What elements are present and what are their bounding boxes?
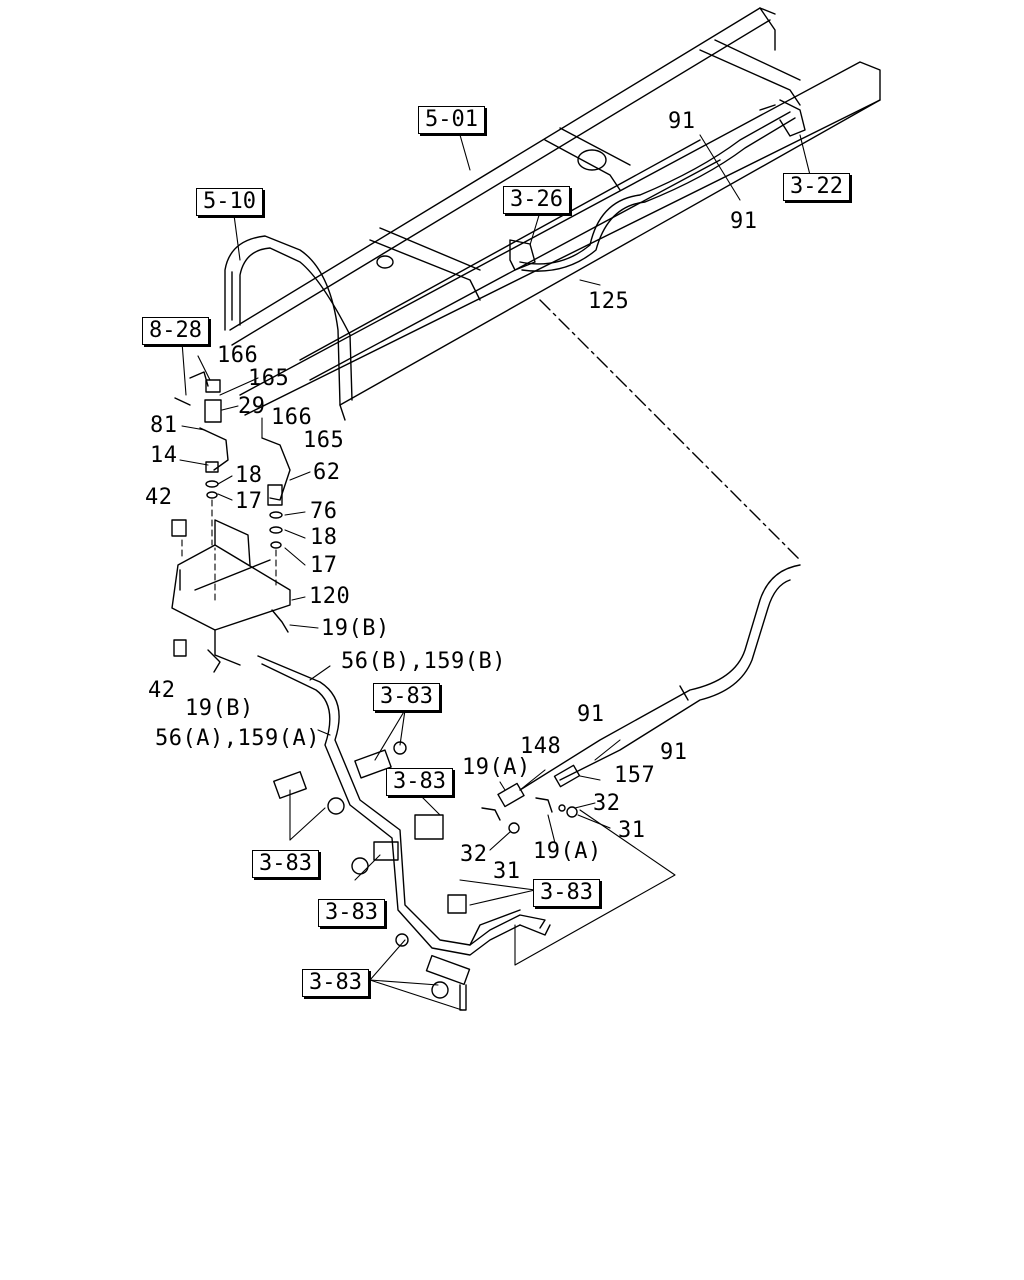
ref-8-28: 8-28 (142, 317, 209, 345)
part-label-17: 17 (310, 553, 338, 578)
part-label-56a-159a: 56(A),159(A) (155, 726, 320, 751)
fuel-pipes (257, 655, 551, 956)
part-label-19a: 19(A) (533, 839, 602, 864)
part-label-157: 157 (614, 763, 656, 788)
bracket-assembly (171, 519, 291, 666)
part-label-166: 166 (217, 343, 259, 368)
part-label-165: 165 (248, 366, 290, 391)
ref-3-26: 3-26 (503, 186, 570, 214)
part-label-91: 91 (660, 740, 688, 765)
part-label-76: 76 (310, 499, 338, 524)
leader-dash-line (539, 299, 801, 561)
ref-3-83-c: 3-83 (252, 850, 319, 878)
ref-3-83-a: 3-83 (373, 683, 440, 711)
fittings (171, 371, 291, 673)
part-label-32: 32 (460, 842, 488, 867)
part-label-31: 31 (493, 859, 521, 884)
part-label-32: 32 (593, 791, 621, 816)
ref-3-83-b: 3-83 (386, 768, 453, 796)
part-label-91: 91 (730, 209, 758, 234)
part-label-91: 91 (577, 702, 605, 727)
part-label-19a: 19(A) (462, 755, 531, 780)
part-label-17: 17 (235, 489, 263, 514)
chassis-frame (229, 7, 881, 421)
fuel-line-lower (519, 564, 801, 791)
ref-5-10: 5-10 (196, 188, 263, 216)
part-label-29: 29 (238, 394, 266, 419)
part-label-120: 120 (309, 584, 351, 609)
part-label-91: 91 (668, 109, 696, 134)
ref-3-83-d: 3-83 (533, 879, 600, 907)
part-label-18: 18 (235, 463, 263, 488)
part-label-166: 166 (271, 405, 313, 430)
part-label-148: 148 (520, 734, 562, 759)
ref-5-01: 5-01 (418, 106, 485, 134)
part-label-14: 14 (150, 443, 178, 468)
part-label-165: 165 (303, 428, 345, 453)
guard-rail (224, 235, 353, 406)
ref-3-22: 3-22 (783, 173, 850, 201)
part-label-125: 125 (588, 289, 630, 314)
part-label-18: 18 (310, 525, 338, 550)
part-label-42: 42 (148, 678, 176, 703)
clamps (273, 741, 471, 1011)
part-label-19b: 19(B) (321, 616, 390, 641)
part-label-56b-159b: 56(B),159(B) (341, 649, 506, 674)
part-label-62: 62 (313, 460, 341, 485)
part-label-81: 81 (150, 413, 178, 438)
fuel-line-frame (509, 99, 806, 272)
part-label-31: 31 (618, 818, 646, 843)
ref-3-83-e: 3-83 (318, 899, 385, 927)
part-label-42: 42 (145, 485, 173, 510)
ref-3-83-f: 3-83 (302, 969, 369, 997)
leader-lines (179, 134, 811, 1011)
part-label-19b: 19(B) (185, 696, 254, 721)
